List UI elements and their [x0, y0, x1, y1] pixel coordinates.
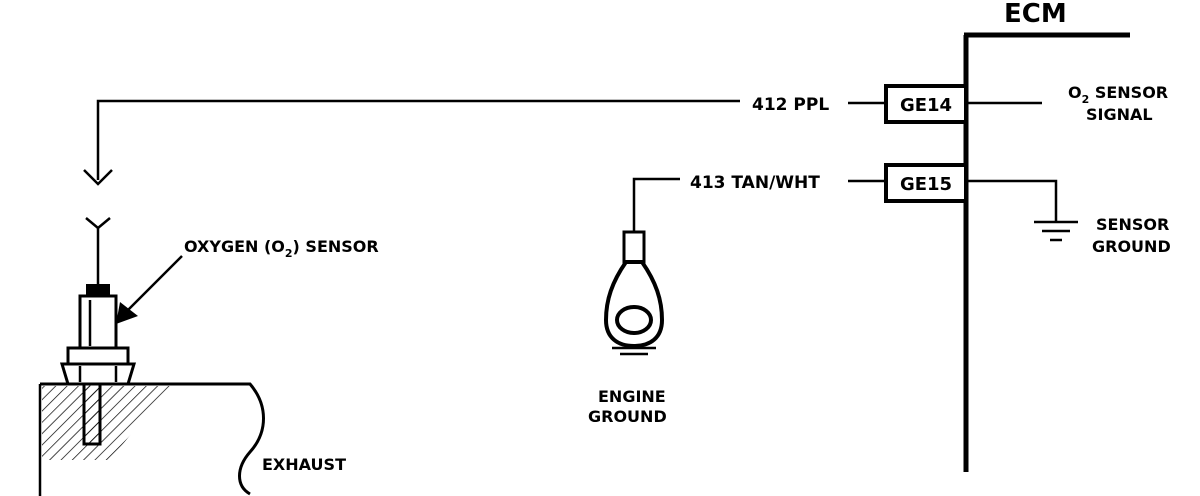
o2-sensor-signal-label: O2 SENSOR: [1068, 83, 1168, 106]
oxygen-sensor-pointer: [125, 255, 183, 313]
sensor-ground-wire: [966, 179, 1058, 222]
connector-ge14-label: GE14: [900, 95, 952, 116]
wire-413-label: 413 TAN/WHT: [690, 173, 820, 193]
sensor-ground-symbol: [1034, 220, 1078, 242]
oxygen-sensor-label: OXYGEN (O2) SENSOR: [184, 237, 379, 260]
ecm-title: ECM: [1004, 0, 1067, 29]
exhaust-label: EXHAUST: [262, 455, 346, 474]
wire-412-label: 412 PPL: [752, 95, 829, 115]
sensor-ground-label-line1: SENSOR: [1096, 215, 1169, 234]
oxygen-sensor: [59, 284, 137, 446]
connector-male-arrow: [85, 217, 111, 230]
engine-ground-label-line2: GROUND: [588, 407, 667, 426]
pointer-arrowhead: [116, 302, 138, 324]
wire-413: [632, 177, 680, 232]
o2-sensor-signal-label-line2: SIGNAL: [1086, 105, 1153, 124]
connector-ge15: GE15: [884, 163, 968, 203]
engine-ground-terminal: [603, 230, 665, 356]
engine-ground-label-line1: ENGINE: [598, 387, 666, 406]
connector-ge15-label: GE15: [900, 174, 952, 195]
connector-ge14: GE14: [884, 84, 968, 124]
wire-412: [96, 99, 740, 180]
exhaust-pipe: [38, 382, 265, 496]
sensor-ground-label-line2: GROUND: [1092, 237, 1171, 256]
connector-female-arrow: [83, 169, 113, 186]
